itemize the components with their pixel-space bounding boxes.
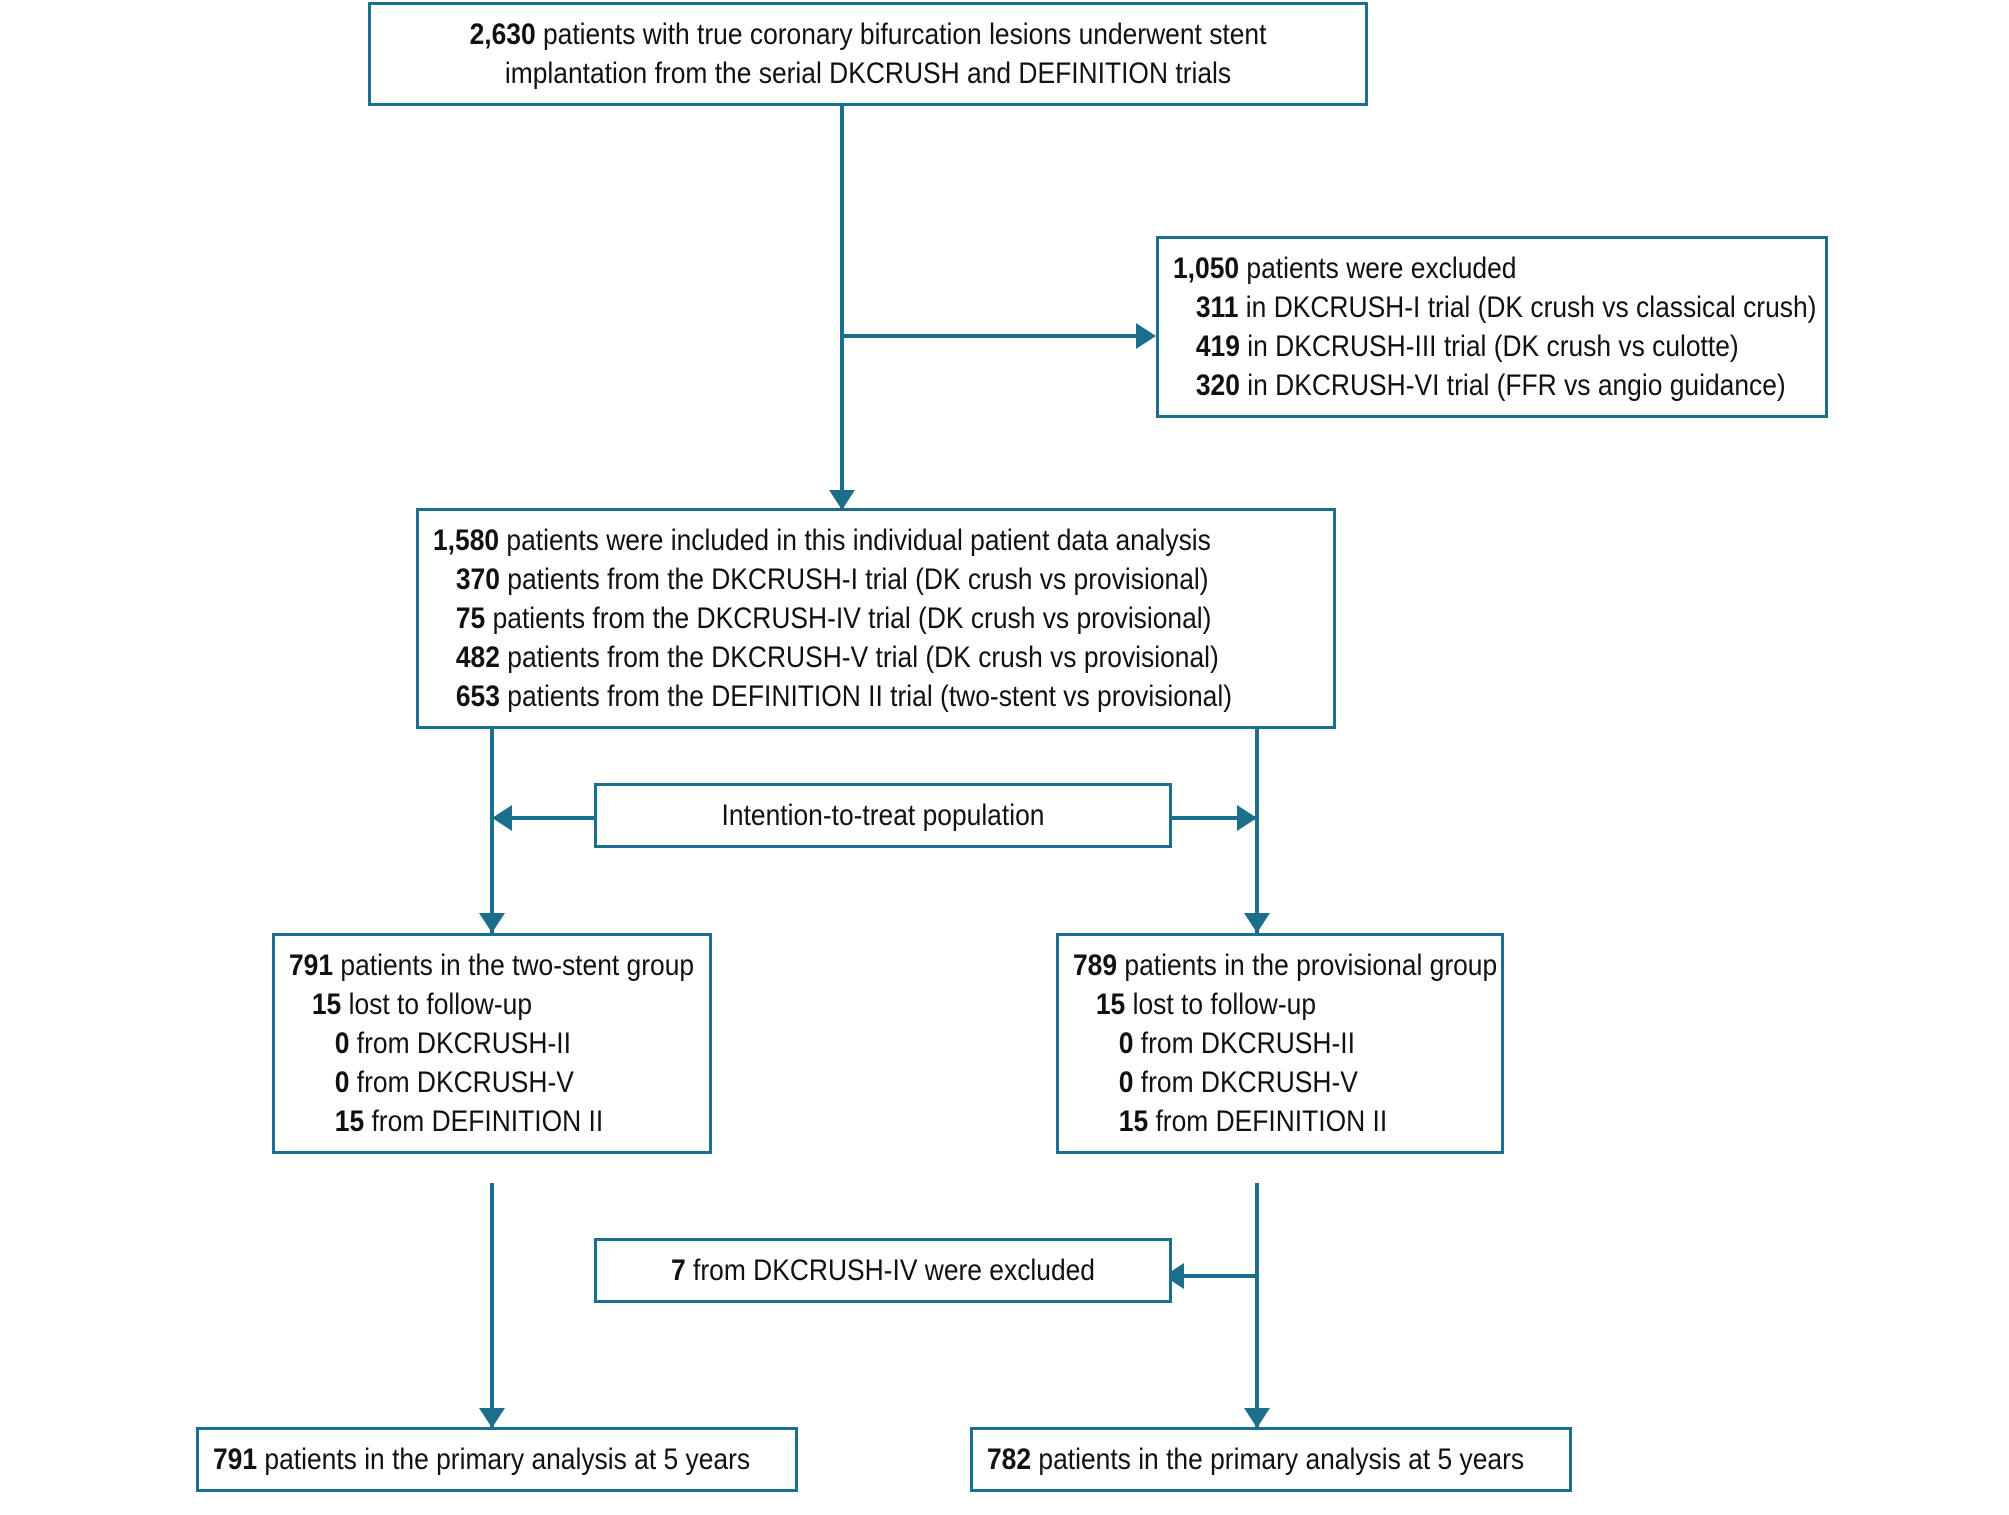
excluded-dkcrush1-count: 311 <box>1195 291 1239 324</box>
itt-label: Intention-to-treat population <box>721 799 1045 832</box>
final-right-line: 782 patients in the primary analysis at … <box>987 1443 1525 1476</box>
node-included: 1,580 patients were included in this ind… <box>416 508 1336 729</box>
two-stent-count: 791 <box>289 949 334 982</box>
node-final-provisional: 782 patients in the primary analysis at … <box>970 1427 1572 1492</box>
connector-itt-right <box>1170 816 1256 820</box>
arrowhead-itt-left <box>492 805 512 831</box>
excluded-dkcrush3-count: 419 <box>1195 330 1240 363</box>
node-enrollment: 2,630 patients with true coronary bifurc… <box>368 2 1368 106</box>
provisional-dkcrush2-count: 0 <box>1118 1027 1134 1060</box>
included-definition2-count: 653 <box>455 680 500 713</box>
node-excluded: 1,050 patients were excluded 311 in DKCR… <box>1156 236 1828 418</box>
provisional-dkcrush5-count: 0 <box>1118 1066 1134 1099</box>
node-two-stent-group: 791 patients in the two-stent group 15 l… <box>272 933 712 1154</box>
dk4-excluded-line: 7 from DKCRUSH-IV were excluded <box>670 1254 1095 1287</box>
connector-provisional-to-final <box>1255 1183 1259 1427</box>
two-stent-dkcrush2-count: 0 <box>334 1027 350 1060</box>
connector-two-stent-to-final <box>490 1183 494 1427</box>
excluded-line-4: 320 in DKCRUSH-VI trial (FFR vs angio gu… <box>1195 369 1786 402</box>
two-stent-line-4: 0 from DKCRUSH-V <box>334 1066 574 1099</box>
connector-right-branch <box>1255 718 1259 933</box>
provisional-line-5: 15 from DEFINITION II <box>1118 1105 1388 1138</box>
provisional-line-4: 0 from DKCRUSH-V <box>1118 1066 1358 1099</box>
two-stent-definition2-count: 15 <box>334 1105 365 1138</box>
enrollment-count: 2,630 <box>469 18 536 51</box>
arrowhead-final-right <box>1244 1408 1270 1428</box>
excluded-line-2: 311 in DKCRUSH-I trial (DK crush vs clas… <box>1195 291 1817 324</box>
included-line-3: 75 patients from the DKCRUSH-IV trial (D… <box>455 602 1212 635</box>
provisional-definition2-count: 15 <box>1118 1105 1149 1138</box>
node-final-two-stent: 791 patients in the primary analysis at … <box>196 1427 798 1492</box>
included-dkcrush1-count: 370 <box>455 563 500 596</box>
provisional-line-1: 789 patients in the provisional group <box>1073 949 1498 982</box>
included-dkcrush4-count: 75 <box>455 602 486 635</box>
connector-dk4-excluded <box>1180 1274 1258 1278</box>
provisional-line-3: 0 from DKCRUSH-II <box>1118 1027 1355 1060</box>
provisional-count: 789 <box>1073 949 1118 982</box>
excluded-dkcrush6-count: 320 <box>1195 369 1240 402</box>
provisional-lost-count: 15 <box>1095 988 1126 1021</box>
arrowhead-to-two-stent <box>479 913 505 933</box>
arrowhead-to-provisional <box>1244 913 1270 933</box>
excluded-line-1: 1,050 patients were excluded <box>1173 252 1517 285</box>
included-line-2: 370 patients from the DKCRUSH-I trial (D… <box>455 563 1209 596</box>
enrollment-line-1: 2,630 patients with true coronary bifurc… <box>443 15 1293 54</box>
included-line-4: 482 patients from the DKCRUSH-V trial (D… <box>455 641 1219 674</box>
two-stent-line-5: 15 from DEFINITION II <box>334 1105 604 1138</box>
arrowhead-to-included <box>829 490 855 510</box>
final-right-count: 782 <box>987 1443 1032 1476</box>
arrowhead-final-left <box>479 1408 505 1428</box>
excluded-line-3: 419 in DKCRUSH-III trial (DK crush vs cu… <box>1195 330 1739 363</box>
node-provisional-group: 789 patients in the provisional group 15… <box>1056 933 1504 1154</box>
included-line-1: 1,580 patients were included in this ind… <box>433 524 1211 557</box>
included-total-count: 1,580 <box>433 524 500 557</box>
arrowhead-itt-right <box>1237 805 1257 831</box>
two-stent-line-3: 0 from DKCRUSH-II <box>334 1027 571 1060</box>
node-dkcrush4-excluded: 7 from DKCRUSH-IV were excluded <box>594 1238 1172 1303</box>
included-line-5: 653 patients from the DEFINITION II tria… <box>455 680 1233 713</box>
enrollment-line-2: implantation from the serial DKCRUSH and… <box>504 57 1232 90</box>
excluded-total-count: 1,050 <box>1173 252 1240 285</box>
two-stent-line-2: 15 lost to follow-up <box>311 988 533 1021</box>
two-stent-line-1: 791 patients in the two-stent group <box>289 949 695 982</box>
enrollment-line-1-text: patients with true coronary bifurcation … <box>535 18 1267 51</box>
connector-enrollment-stem <box>840 80 844 510</box>
included-dkcrush5-count: 482 <box>455 641 500 674</box>
final-left-line: 791 patients in the primary analysis at … <box>213 1443 751 1476</box>
connector-to-excluded <box>840 334 1138 338</box>
dk4-excluded-count: 7 <box>670 1254 686 1287</box>
connector-itt-left <box>508 816 598 820</box>
two-stent-dkcrush5-count: 0 <box>334 1066 350 1099</box>
arrowhead-to-excluded <box>1136 323 1156 349</box>
final-left-count: 791 <box>213 1443 258 1476</box>
two-stent-lost-count: 15 <box>311 988 342 1021</box>
provisional-line-2: 15 lost to follow-up <box>1095 988 1317 1021</box>
node-intention-to-treat: Intention-to-treat population <box>594 783 1172 848</box>
